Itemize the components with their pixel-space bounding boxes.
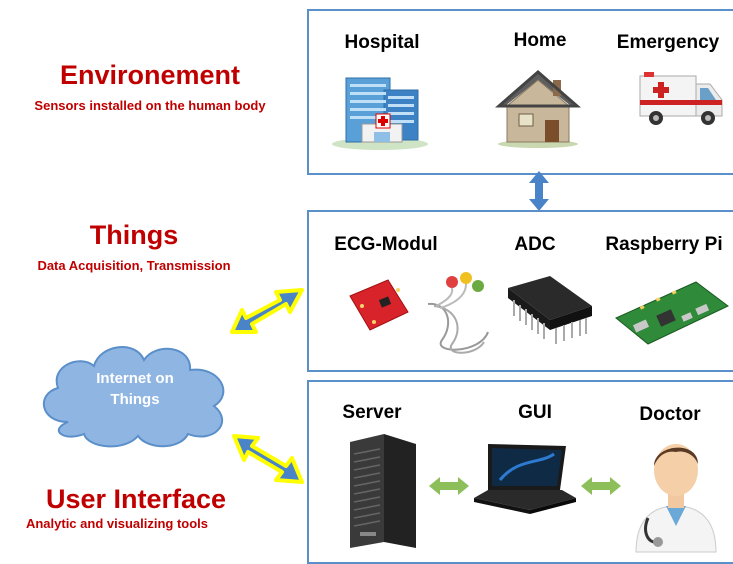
things-title: Things (89, 220, 179, 250)
arrow-env-things (529, 171, 549, 211)
hospital-label: Hospital (344, 32, 420, 53)
arrow-gui-doctor (581, 477, 621, 495)
user-interface-subtitle: Analytic and visualizing tools (25, 516, 209, 531)
ambulance-icon (639, 72, 723, 125)
cloud-icon (42, 346, 225, 448)
raspberry-pi-icon (615, 281, 729, 345)
gui-label: GUI (518, 402, 552, 423)
environment-title: Environement (59, 60, 241, 90)
cloud-label-line1: Internet on (96, 370, 174, 387)
things-subtitle: Data Acquisition, Transmission (37, 258, 231, 273)
doctor-label: Doctor (639, 404, 701, 425)
arrow-server-gui (429, 477, 469, 495)
home-label: Home (513, 30, 567, 51)
environment-subtitle: Sensors installed on the human body (34, 98, 266, 113)
adc-chip-icon (508, 276, 592, 344)
cloud-label-line2: Things (110, 391, 160, 408)
ecg-module-label: ECG-Modul (334, 234, 438, 255)
server-icon (350, 434, 416, 548)
ecg-module-icon (349, 272, 489, 354)
server-label: Server (342, 402, 402, 423)
user-interface-title: User Interface (45, 484, 227, 514)
emergency-label: Emergency (616, 32, 720, 53)
hospital-icon (332, 77, 428, 150)
doctor-icon (635, 444, 717, 553)
arrow-cloud-ui (232, 434, 304, 484)
house-icon (494, 70, 582, 148)
adc-label: ADC (514, 234, 556, 255)
raspberry-pi-label: Raspberry Pi (605, 234, 723, 255)
arrow-cloud-things (230, 288, 304, 334)
cloud-label: Internet on Things (60, 368, 210, 410)
laptop-icon (474, 444, 576, 514)
